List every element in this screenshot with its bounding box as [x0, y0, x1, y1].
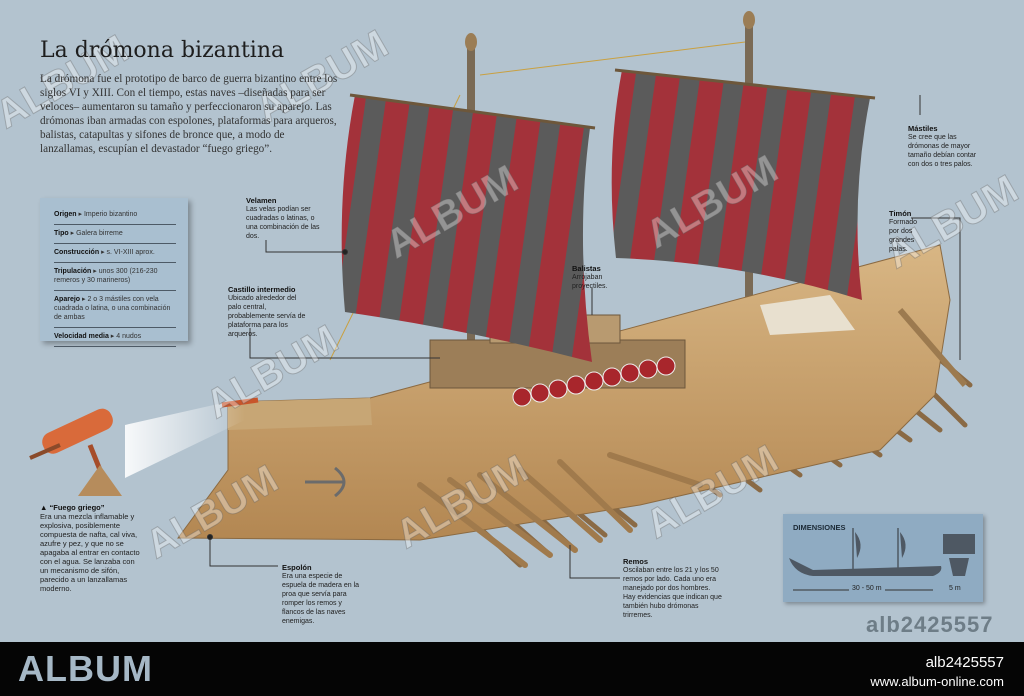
page-title: La drómona bizantina	[40, 38, 285, 63]
facts-panel: Origen ▸ Imperio bizantino Tipo ▸ Galera…	[40, 198, 188, 347]
dimensions-silhouettes	[789, 528, 975, 591]
footer-image-id: alb2425557	[925, 654, 1004, 671]
footer-bar	[0, 642, 1024, 696]
sail-front	[341, 95, 592, 362]
fact-velocidad: Velocidad media ▸ 4 nudos	[54, 328, 176, 347]
callout-fuego-griego: ▲ “Fuego griego”Era una mezcla inflamabl…	[40, 503, 140, 593]
greek-fire-siphon	[29, 397, 259, 496]
footer-url[interactable]: www.album-online.com	[870, 674, 1004, 689]
dimension-length: 30 - 50 m	[849, 585, 885, 592]
intro-text: La drómona fue el prototipo de barco de …	[40, 73, 338, 155]
shields	[512, 356, 676, 407]
dromon-illustration	[29, 11, 973, 579]
fact-aparejo: Aparejo ▸ 2 o 3 mástiles con vela cuadra…	[54, 291, 176, 328]
fact-construccion: Construcción ▸ s. VI-XIII aprox.	[54, 244, 176, 263]
fact-origen: Origen ▸ Imperio bizantino	[54, 206, 176, 225]
image-code: alb2425557	[866, 612, 994, 637]
fact-tipo: Tipo ▸ Galera birreme	[54, 225, 176, 244]
dimensions-panel: DIMENSIONES 30 - 50 m 5 m	[783, 514, 983, 602]
sail-rear	[611, 70, 870, 300]
dimensions-title: DIMENSIONES	[793, 523, 846, 532]
album-logo[interactable]: ALBUM	[18, 648, 153, 689]
anchor-icon	[305, 466, 346, 498]
dimension-width: 5 m	[949, 585, 961, 592]
fact-tripulacion: Tripulación ▸ unos 300 (216-230 remeros …	[54, 263, 176, 291]
